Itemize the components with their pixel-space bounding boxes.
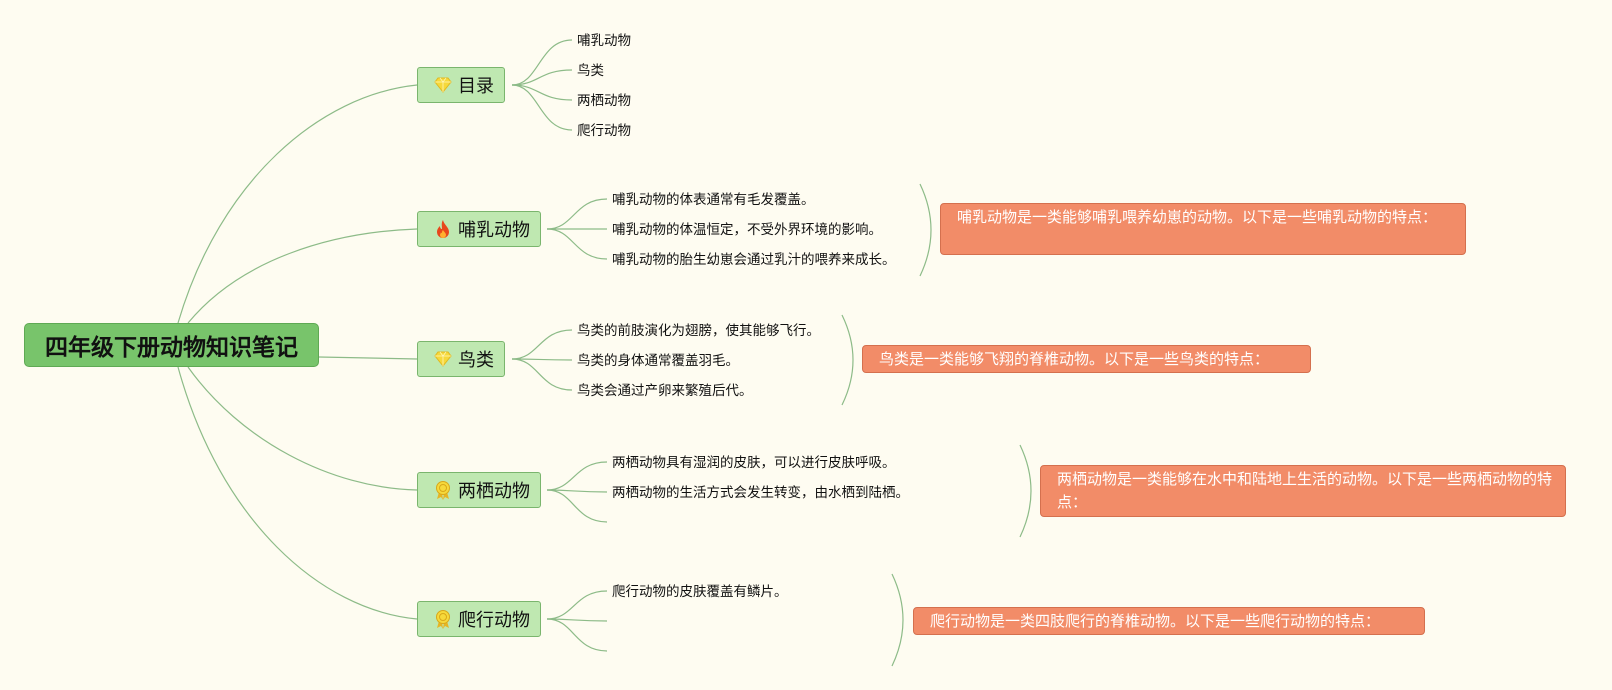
- amphibian-bracket: [1019, 444, 1032, 538]
- amphibian-fact[interactable]: 两栖动物的生活方式会发生转变，由水栖到陆栖。: [612, 485, 909, 501]
- toc-link: [511, 39, 573, 86]
- toc-link: [511, 84, 573, 101]
- bird-bracket: [841, 314, 854, 406]
- summary-text: 鸟类是一类能够飞翔的脊椎动物。以下是一些鸟类的特点：: [879, 350, 1270, 368]
- mammal-link: [546, 198, 608, 230]
- mammal-fact[interactable]: 哺乳动物的体表通常有毛发覆盖。: [612, 192, 815, 208]
- root-link: [187, 228, 418, 324]
- reptile-bracket: [891, 573, 904, 667]
- amphibian-link: [546, 489, 608, 523]
- summary-text: 爬行动物是一类四肢爬行的脊椎动物。以下是一些爬行动物的特点：: [930, 612, 1381, 630]
- branch-label: 哺乳动物: [458, 220, 530, 241]
- amphibian-summary[interactable]: 两栖动物是一类能够在水中和陆地上生活的动物。以下是一些两栖动物的特点：: [1040, 465, 1566, 517]
- bird-fact[interactable]: 鸟类的前肢演化为翅膀，使其能够飞行。: [577, 323, 820, 339]
- bird-fact[interactable]: 鸟类会通过产卵来繁殖后代。: [577, 383, 753, 399]
- reptile-summary[interactable]: 爬行动物是一类四肢爬行的脊椎动物。以下是一些爬行动物的特点：: [913, 607, 1425, 635]
- mammal-bracket: [919, 183, 932, 277]
- branch-label: 目录: [458, 76, 494, 97]
- mammal-summary[interactable]: 哺乳动物是一类能够哺乳喂养幼崽的动物。以下是一些哺乳动物的特点：: [940, 203, 1466, 255]
- summary-text: 哺乳动物是一类能够哺乳喂养幼崽的动物。以下是一些哺乳动物的特点：: [957, 208, 1438, 226]
- toc-link: [511, 84, 573, 131]
- branch-amphibians[interactable]: 两栖动物: [417, 472, 541, 508]
- bird-link: [511, 358, 573, 391]
- medal-icon: [432, 479, 454, 501]
- bird-link: [511, 329, 573, 360]
- branch-label: 爬行动物: [458, 610, 530, 631]
- root-topic[interactable]: 四年级下册动物知识笔记: [24, 323, 319, 367]
- reptile-fact[interactable]: 爬行动物的皮肤覆盖有鳞片。: [612, 584, 788, 600]
- root-topic-label: 四年级下册动物知识笔记: [45, 335, 298, 361]
- branch-mammals[interactable]: 哺乳动物: [417, 211, 541, 247]
- medal-icon: [432, 608, 454, 630]
- gem-icon: [432, 74, 454, 96]
- toc-item[interactable]: 两栖动物: [577, 93, 631, 109]
- bird-fact[interactable]: 鸟类的身体通常覆盖羽毛。: [577, 353, 739, 369]
- branch-reptiles[interactable]: 爬行动物: [417, 601, 541, 637]
- amphibian-link: [546, 461, 608, 491]
- root-link: [318, 356, 418, 360]
- root-link: [187, 366, 418, 491]
- summary-text: 两栖动物是一类能够在水中和陆地上生活的动物。以下是一些两栖动物的特点：: [1057, 470, 1553, 511]
- mammal-fact[interactable]: 哺乳动物的胎生幼崽会通过乳汁的喂养来成长。: [612, 252, 896, 268]
- toc-item[interactable]: 哺乳动物: [577, 33, 631, 49]
- fire-icon: [432, 218, 454, 240]
- mammal-fact[interactable]: 哺乳动物的体温恒定，不受外界环境的影响。: [612, 222, 882, 238]
- reptile-link: [546, 618, 608, 652]
- root-link: [177, 366, 418, 620]
- toc-item[interactable]: 鸟类: [577, 63, 604, 79]
- toc-link: [511, 69, 573, 86]
- branch-label: 两栖动物: [458, 481, 530, 502]
- toc-item[interactable]: 爬行动物: [577, 123, 631, 139]
- branch-label: 鸟类: [458, 350, 494, 371]
- gem-icon: [432, 348, 454, 370]
- branch-toc[interactable]: 目录: [417, 67, 505, 103]
- root-link: [177, 84, 418, 324]
- bird-summary[interactable]: 鸟类是一类能够飞翔的脊椎动物。以下是一些鸟类的特点：: [862, 345, 1311, 373]
- reptile-link: [546, 590, 608, 620]
- mammal-link: [546, 228, 608, 260]
- branch-birds[interactable]: 鸟类: [417, 341, 505, 377]
- amphibian-fact[interactable]: 两栖动物具有湿润的皮肤，可以进行皮肤呼吸。: [612, 455, 896, 471]
